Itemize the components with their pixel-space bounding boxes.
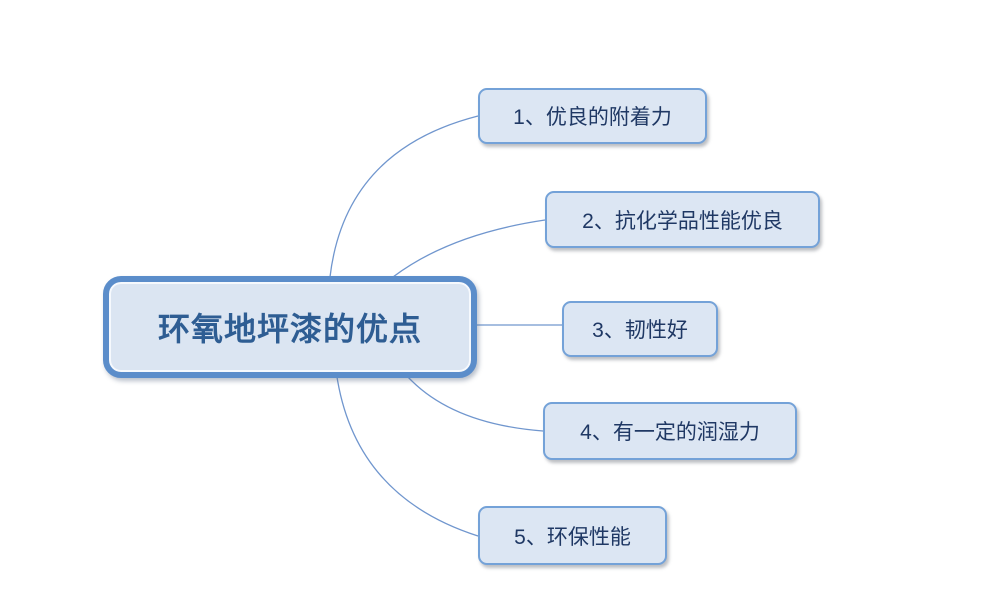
branch-node-1[interactable]: 1、优良的附着力 (478, 88, 707, 144)
branch-label-3: 3、韧性好 (592, 319, 688, 342)
branch-label-4: 4、有一定的润湿力 (580, 421, 760, 444)
connector-branch-5 (336, 376, 479, 537)
central-topic-node[interactable]: 环氧地坪漆的优点 (103, 276, 477, 378)
branch-label-2: 2、抗化学品性能优良 (582, 209, 783, 233)
branch-node-2[interactable]: 2、抗化学品性能优良 (545, 191, 820, 248)
connector-branch-2 (392, 219, 546, 278)
branch-label-5: 5、环保性能 (514, 525, 631, 549)
branch-node-5[interactable]: 5、环保性能 (478, 506, 667, 565)
connector-branch-4 (407, 376, 544, 432)
connector-branch-1 (329, 115, 479, 278)
central-topic-label: 环氧地坪漆的优点 (157, 311, 422, 347)
branch-label-1: 1、优良的附着力 (513, 106, 672, 129)
branch-node-4[interactable]: 4、有一定的润湿力 (543, 402, 797, 460)
branch-node-3[interactable]: 3、韧性好 (562, 301, 718, 357)
